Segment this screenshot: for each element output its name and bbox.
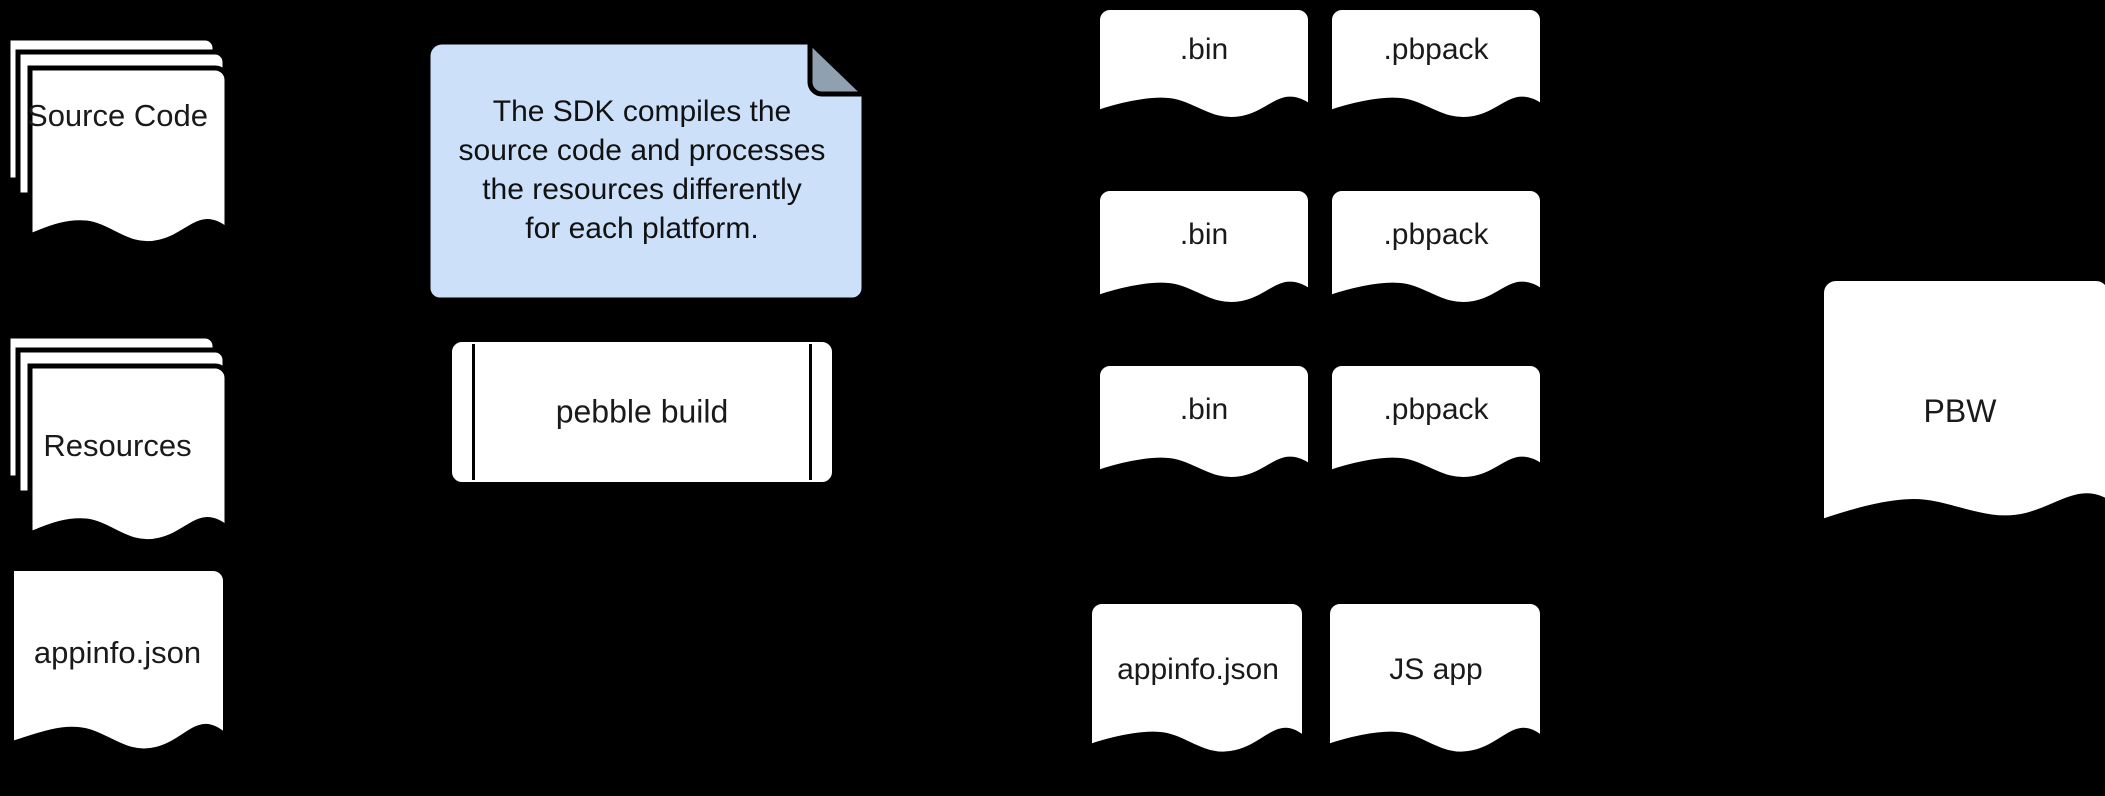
output-bin[interactable]: .bin bbox=[1090, 350, 1318, 490]
document-shape bbox=[1090, 350, 1318, 490]
stacked-document-shape bbox=[0, 30, 235, 260]
process-label: pebble build bbox=[555, 393, 729, 430]
output-pbpack[interactable]: .pbpack bbox=[1322, 350, 1550, 490]
output-row: .bin .pbpack bbox=[1090, 0, 1550, 122]
document-shape bbox=[1322, 175, 1550, 315]
document-shape bbox=[1082, 592, 1314, 767]
input-source-code[interactable]: Source Code bbox=[0, 30, 235, 260]
output-pbw-bundle[interactable]: PBW bbox=[1800, 275, 2105, 550]
document-shape bbox=[1322, 350, 1550, 490]
process-left-bar bbox=[472, 344, 475, 480]
note-body bbox=[425, 40, 866, 300]
output-appinfo-json[interactable]: appinfo.json bbox=[1082, 592, 1314, 767]
process-right-bar bbox=[809, 344, 812, 480]
output-js-app[interactable]: JS app bbox=[1320, 592, 1552, 767]
document-shape bbox=[1090, 175, 1318, 315]
output-bin[interactable]: .bin bbox=[1090, 175, 1318, 315]
input-appinfo-json[interactable]: appinfo.json bbox=[0, 565, 235, 765]
input-resources[interactable]: Resources bbox=[0, 328, 235, 558]
document-shape bbox=[0, 565, 235, 765]
output-row: .bin .pbpack bbox=[1090, 175, 1550, 315]
process-pebble-build[interactable]: pebble build bbox=[452, 342, 832, 482]
document-shape bbox=[1090, 0, 1318, 122]
sdk-explanation-note: The SDK compiles the source code and pro… bbox=[418, 40, 866, 300]
output-bin[interactable]: .bin bbox=[1090, 0, 1318, 122]
document-shape bbox=[1322, 0, 1550, 122]
output-pbpack[interactable]: .pbpack bbox=[1322, 175, 1550, 315]
output-row: .bin .pbpack bbox=[1090, 350, 1550, 490]
document-shape bbox=[1320, 592, 1552, 767]
document-shape bbox=[1800, 275, 2105, 550]
output-row: appinfo.json JS app bbox=[1082, 592, 1552, 767]
output-pbpack[interactable]: .pbpack bbox=[1322, 0, 1550, 122]
stacked-document-shape bbox=[0, 328, 235, 558]
note-fold-icon bbox=[807, 40, 866, 97]
